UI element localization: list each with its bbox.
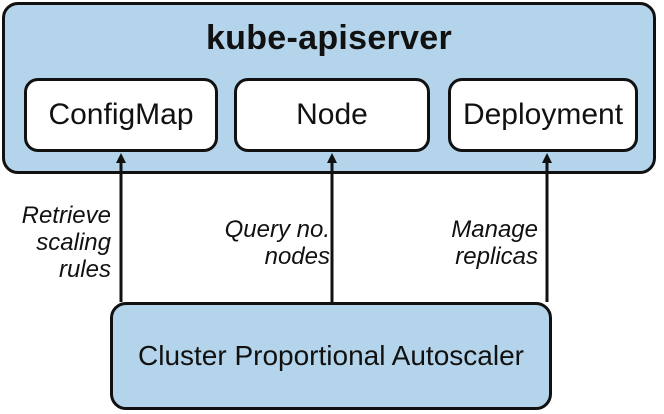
node-box: Node bbox=[234, 78, 430, 152]
edge-label-line: Manage bbox=[451, 216, 538, 243]
query-nodes-label: Query no. nodes bbox=[225, 216, 330, 270]
edge-label-line: rules bbox=[58, 256, 111, 283]
edge-label-line: replicas bbox=[455, 243, 538, 270]
deployment-box: Deployment bbox=[448, 78, 638, 152]
autoscaler-label: Cluster Proportional Autoscaler bbox=[138, 340, 524, 371]
retrieve-scaling-rules-label: Retrieve scaling rules bbox=[22, 202, 111, 283]
cluster-proportional-autoscaler-box: Cluster Proportional Autoscaler bbox=[110, 302, 552, 410]
configmap-box: ConfigMap bbox=[24, 78, 218, 152]
configmap-label: ConfigMap bbox=[48, 98, 194, 131]
node-label: Node bbox=[296, 98, 368, 131]
kube-apiserver-title: kube-apiserver bbox=[205, 19, 453, 57]
edge-label-line: Query no. bbox=[224, 216, 330, 243]
edge-label-line: nodes bbox=[264, 243, 330, 270]
edge-label-line: scaling bbox=[36, 229, 111, 256]
edge-label-line: Retrieve bbox=[21, 202, 111, 229]
deployment-label: Deployment bbox=[462, 98, 624, 131]
manage-replicas-label: Manage replicas bbox=[451, 216, 538, 270]
